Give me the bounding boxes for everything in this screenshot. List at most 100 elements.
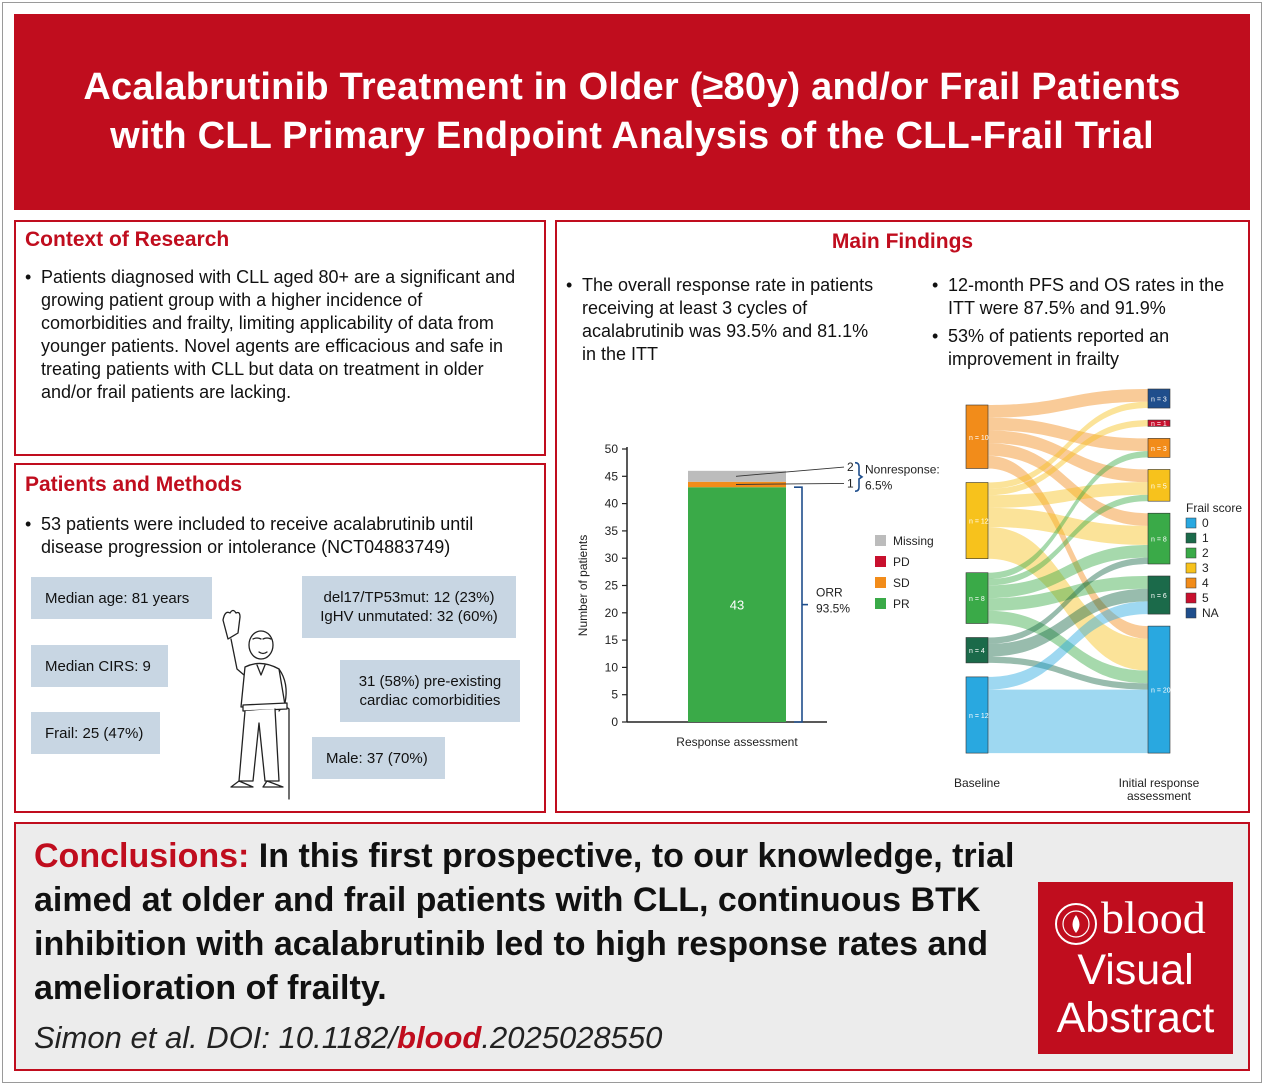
context-bullet: • Patients diagnosed with CLL aged 80+ a… <box>25 266 525 404</box>
sankey-flow <box>988 588 1148 657</box>
y-tick-label: 45 <box>605 469 619 483</box>
stat-cardiac-line2: cardiac comorbidities <box>359 692 501 709</box>
sankey-followup-label: Initial response <box>1119 776 1200 790</box>
leader-missing <box>735 466 845 477</box>
sankey-followup-node <box>1147 575 1171 615</box>
sankey-baseline-node-label: n = 8 <box>969 596 985 603</box>
sankey-baseline-node <box>965 572 989 624</box>
sankey-followup-node <box>1147 388 1171 409</box>
sankey-legend-swatch <box>1185 607 1197 619</box>
sankey-legend-swatch <box>1185 577 1197 589</box>
legend-label-pd: PD <box>893 555 910 569</box>
orr-bracket <box>794 486 803 723</box>
sankey-followup-label-2: assessment <box>1127 789 1192 803</box>
sankey-followup-node-label: n = 1 <box>1151 421 1167 428</box>
findings-pfs-text: 12-month PFS and OS rates in the ITT wer… <box>948 275 1225 318</box>
abstract-word: Abstract <box>1056 994 1215 1042</box>
sankey-flow <box>988 544 1148 599</box>
stat-ighv-text: IgHV unmutated: 32 (60%) <box>320 608 498 625</box>
blood-wordmark: blood <box>1101 892 1206 943</box>
sankey-flow <box>988 601 1148 690</box>
y-tick-label: 40 <box>605 497 619 511</box>
sankey-flow <box>988 482 1148 508</box>
y-axis-label: Number of patients <box>576 535 590 636</box>
citation-prefix: Simon et al. DOI: 10.1182/ <box>34 1020 398 1055</box>
sankey-flow <box>988 576 1148 611</box>
y-tick-label: 35 <box>605 524 619 538</box>
page-title: Acalabrutinib Treatment in Older (≥80y) … <box>83 66 1181 157</box>
y-tick-label: 15 <box>605 633 619 647</box>
sankey-flow <box>988 610 1148 684</box>
methods-panel: Patients and Methods • 53 patients were … <box>14 463 546 813</box>
sankey-followup-node-label: n = 3 <box>1151 397 1167 404</box>
bullet-dot: • <box>25 267 32 287</box>
context-title: Context of Research <box>25 228 230 251</box>
sankey-legend-label: 0 <box>1202 516 1209 530</box>
findings-bullet-frailty: • 53% of patients reported an improvemen… <box>932 325 1232 371</box>
frailty-sankey-chart: n = 10n = 12n = 8n = 4n = 12n = 3n = 1n … <box>954 388 1242 803</box>
sankey-followup-node-label: n = 3 <box>1151 446 1167 453</box>
citation-journal: blood <box>397 1020 482 1055</box>
sankey-flow <box>988 430 1148 483</box>
sankey-followup-node <box>1147 625 1171 754</box>
sankey-legend-label: 2 <box>1202 546 1209 560</box>
y-tick-label: 25 <box>605 579 619 593</box>
bullet-dot: • <box>566 275 573 295</box>
stat-median-age: Median age: 81 years <box>31 577 212 619</box>
sankey-baseline-node <box>965 676 989 754</box>
stat-genetics: del17/TP53mut: 12 (23%) IgHV unmutated: … <box>302 576 516 638</box>
context-panel: Context of Research • Patients diagnosed… <box>14 220 546 456</box>
sankey-followup-node <box>1147 438 1171 458</box>
sankey-baseline-node <box>965 482 989 559</box>
y-tick-label: 20 <box>605 606 619 620</box>
stat-frail: Frail: 25 (47%) <box>31 712 160 754</box>
stat-male: Male: 37 (70%) <box>312 737 445 779</box>
sankey-flow <box>988 507 1148 545</box>
stat-cardiac-line1: 31 (58%) pre-existing <box>358 673 502 690</box>
nonresponse-percent: 6.5% <box>865 479 893 493</box>
sankey-flow <box>988 656 1148 690</box>
nonresponse-brace <box>854 461 864 493</box>
findings-bullet-pfs: • 12-month PFS and OS rates in the ITT w… <box>932 274 1232 320</box>
sankey-followup-node <box>1147 512 1171 565</box>
conclusions-text-block: Conclusions: In this first prospective, … <box>34 834 1034 1010</box>
stat-male-text: Male: 37 (70%) <box>326 749 428 767</box>
sankey-followup-node-label: n = 6 <box>1151 593 1167 600</box>
bar-segment-pr <box>688 487 786 722</box>
stat-median-age-text: Median age: 81 years <box>45 589 190 607</box>
methods-text: 53 patients were included to receive aca… <box>41 514 474 557</box>
y-tick-label: 50 <box>605 442 619 456</box>
sankey-legend-label: 4 <box>1202 576 1209 590</box>
citation-suffix: .2025028550 <box>481 1020 663 1055</box>
sankey-baseline-node-label: n = 12 <box>969 713 989 720</box>
annotation-count-sd: 1 <box>847 476 854 490</box>
sankey-followup-node-label: n = 5 <box>1151 483 1167 490</box>
stat-del17-text: del17/TP53mut: 12 (23%) <box>323 589 495 606</box>
citation: Simon et al. DOI: 10.1182/blood.20250285… <box>34 1020 662 1056</box>
stat-cardiac: 31 (58%) pre-existing cardiac comorbidit… <box>340 660 520 722</box>
leader-sd <box>735 482 845 485</box>
sankey-legend-swatch <box>1185 562 1197 574</box>
sankey-baseline-node-label: n = 10 <box>969 435 989 442</box>
sankey-legend-label: 1 <box>1202 531 1209 545</box>
bullet-dot: • <box>932 275 939 295</box>
stat-median-cirs-text: Median CIRS: 9 <box>45 657 151 675</box>
sankey-flow <box>988 455 1148 639</box>
sankey-legend-label: 3 <box>1202 561 1209 575</box>
sankey-followup-node-label: n = 20 <box>1151 688 1171 695</box>
sankey-flow <box>988 451 1148 580</box>
sankey-flow <box>988 557 1148 644</box>
findings-title: Main Findings <box>831 230 974 253</box>
methods-title: Patients and Methods <box>25 473 243 496</box>
conclusions-text: In this first prospective, to our knowle… <box>34 837 1015 1007</box>
legend-label-pr: PR <box>893 597 910 611</box>
legend-swatch-missing <box>875 535 886 546</box>
conclusions-label: Conclusions: <box>34 837 250 875</box>
blood-visual-abstract-logo: blood Visual Abstract <box>1038 882 1233 1054</box>
legend-label-sd: SD <box>893 576 910 590</box>
title-banner: Acalabrutinib Treatment in Older (≥80y) … <box>14 14 1250 210</box>
sankey-legend-swatch <box>1185 592 1197 604</box>
sankey-followup-node <box>1147 469 1171 502</box>
findings-bullet-orr: • The overall response rate in patients … <box>566 274 886 366</box>
